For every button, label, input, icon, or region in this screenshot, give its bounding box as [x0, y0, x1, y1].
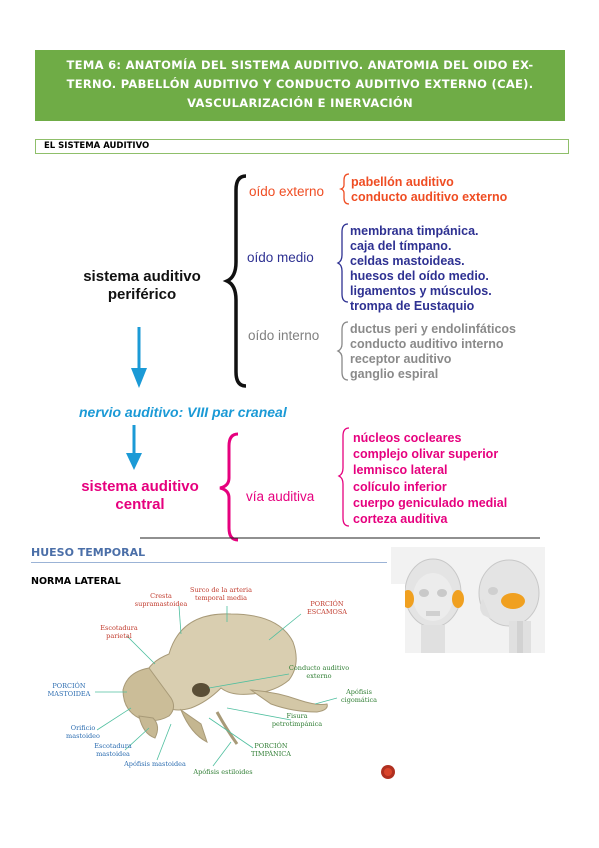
external-ear-label: oído externo: [249, 184, 325, 199]
section-label: EL SISTEMA AUDITIVO: [44, 141, 150, 151]
list-item: celdas mastoideas.: [350, 254, 465, 268]
record-dot-icon: [381, 765, 395, 779]
down-arrow-1: [131, 327, 147, 388]
down-arrow-2: [126, 425, 142, 470]
pathway-label: vía auditiva: [246, 489, 315, 504]
label-estiloides: Apófisis estiloides: [192, 768, 252, 776]
peripheral-line-2: periférico: [107, 286, 177, 303]
title-line-3: VASCULARIZACIÓN E INERVACIÓN: [187, 96, 413, 110]
inner-ear-label: oído interno: [248, 328, 320, 343]
peripheral-system-label: sistema auditivo periférico: [82, 268, 202, 304]
lateral-view-subtitle: NORMA LATERAL: [31, 576, 121, 587]
leader-lines: [95, 605, 338, 767]
middle-ear-items: membrana timpánica. caja del tímpano. ce…: [350, 224, 492, 314]
title-line-2: TERNO. PABELLÓN AUDITIVO Y CONDUCTO AUDI…: [66, 77, 534, 91]
list-item: ganglio espiral: [350, 367, 439, 381]
peripheral-brace: [222, 174, 247, 388]
side-head-illustration: [478, 559, 540, 653]
title-underline: [31, 562, 387, 563]
inner-brace: [336, 321, 349, 381]
list-item: trompa de Eustaquio: [350, 299, 475, 313]
list-item: conducto auditivo interno: [350, 337, 504, 351]
pathway-items: núcleos cocleares complejo olivar superi…: [353, 430, 507, 527]
peripheral-line-1: sistema auditivo: [83, 268, 201, 285]
list-item: pabellón auditivo: [351, 175, 454, 189]
list-item: complejo olivar superior: [353, 447, 499, 462]
list-item: membrana timpánica.: [350, 224, 479, 238]
pathway-brace: [337, 427, 350, 527]
middle-ear-label: oído medio: [247, 250, 314, 265]
central-system-label: sistema auditivo central: [74, 478, 206, 514]
temporal-bone-shape: [122, 613, 328, 745]
list-item: cuerpo geniculado medial: [353, 495, 508, 510]
list-item: corteza auditiva: [353, 512, 448, 527]
title-line-1: TEMA 6: ANATOMÍA DEL SISTEMA AUDITIVO. A…: [66, 58, 534, 72]
central-line-2: central: [115, 496, 165, 513]
central-brace: [219, 432, 239, 542]
list-item: conducto auditivo externo: [351, 190, 508, 204]
front-head-illustration: [402, 558, 464, 653]
list-item: núcleos cocleares: [353, 431, 462, 445]
list-item: ductus peri y endolinfáticos: [350, 322, 516, 336]
list-item: receptor auditivo: [350, 352, 452, 366]
external-brace: [338, 173, 350, 205]
list-item: lemnisco lateral: [353, 463, 448, 478]
temporal-bone-title: HUESO TEMPORAL: [31, 546, 146, 559]
central-line-1: sistema auditivo: [81, 478, 199, 495]
inner-ear-items: ductus peri y endolinfáticos conducto au…: [350, 322, 516, 382]
list-item: caja del tímpano.: [350, 239, 452, 253]
middle-brace: [336, 223, 349, 303]
auditory-nerve-label: nervio auditivo: VIII par craneal: [79, 404, 287, 420]
list-item: huesos del oído medio.: [350, 269, 489, 283]
label-apofisis-mastoidea: Apófisis mastoidea: [123, 760, 186, 768]
list-item: colículo inferior: [353, 479, 447, 494]
external-ear-items: pabellón auditivo conducto auditivo exte…: [351, 175, 507, 205]
skull-illustration-panel: [391, 547, 545, 653]
section-header-sistema-auditivo: EL SISTEMA AUDITIVO: [35, 139, 569, 154]
document-title: TEMA 6: ANATOMÍA DEL SISTEMA AUDITIVO. A…: [35, 50, 565, 121]
list-item: ligamentos y músculos.: [350, 284, 492, 298]
